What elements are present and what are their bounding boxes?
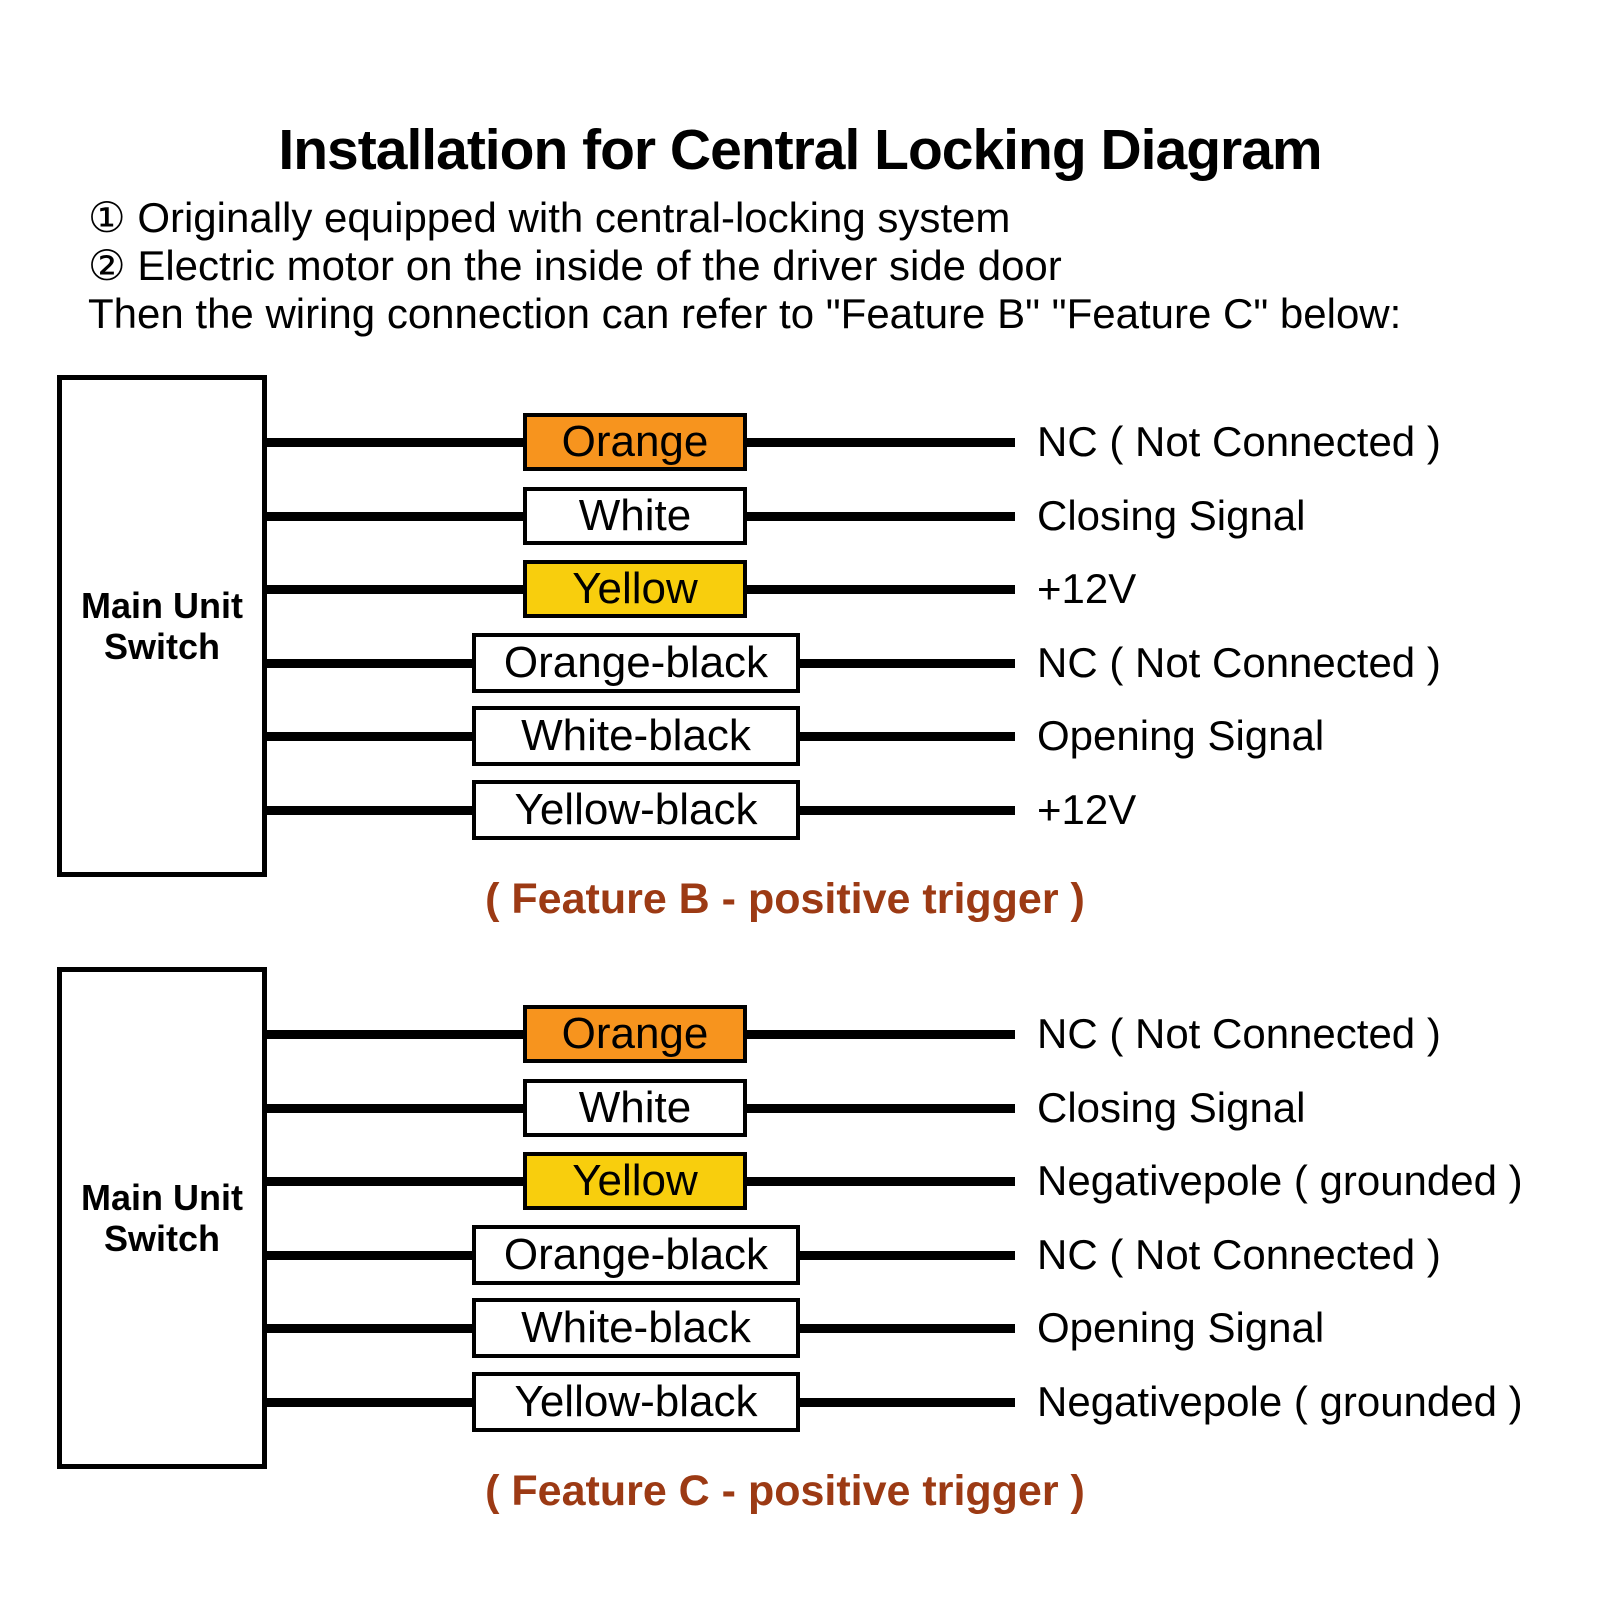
wire-line	[262, 438, 523, 447]
wire-label-box: White-black	[472, 1298, 800, 1358]
signal-label: Opening Signal	[1037, 1304, 1325, 1351]
wire-label: Yellow-black	[514, 785, 758, 834]
wire-line	[262, 1177, 523, 1186]
signal-label: +12V	[1037, 565, 1137, 612]
notes-block: ① Originally equipped with central-locki…	[88, 194, 1548, 338]
feature-c-caption: ( Feature C - positive trigger )	[485, 1467, 1085, 1515]
wire-line	[800, 1324, 1015, 1333]
wire-line	[800, 1398, 1015, 1407]
wire-label: Yellow-black	[514, 1377, 758, 1426]
wire-label: Orange	[561, 1009, 709, 1058]
wire-line	[262, 1324, 472, 1333]
wire-label-box: Orange-black	[472, 1225, 800, 1285]
signal-label: NC ( Not Connected )	[1037, 418, 1441, 465]
wire-line	[800, 659, 1015, 668]
wire-label: Yellow	[572, 564, 698, 613]
signal-label: NC ( Not Connected )	[1037, 1231, 1441, 1278]
note-line-2: ② Electric motor on the inside of the dr…	[88, 242, 1062, 289]
wire-label: Orange-black	[503, 1230, 769, 1279]
wire-label-box: Yellow-black	[472, 1372, 800, 1432]
feature-b-diagram: Main Unit Switch Orange NC ( Not Connect…	[0, 375, 1600, 935]
signal-label: Opening Signal	[1037, 712, 1325, 759]
feature-b-caption: ( Feature B - positive trigger )	[485, 875, 1085, 923]
wire-label-box: Orange	[523, 413, 747, 471]
wire-label-box: Orange-black	[472, 633, 800, 693]
wire-label: White	[578, 491, 692, 540]
wire-line	[747, 1030, 1015, 1039]
wire-line	[747, 1177, 1015, 1186]
wire-line	[262, 1398, 472, 1407]
signal-label: Negativepole ( grounded )	[1037, 1378, 1523, 1425]
page-title: Installation for Central Locking Diagram	[278, 118, 1322, 182]
wire-line	[262, 806, 472, 815]
wire-label-box: White	[523, 487, 747, 545]
wire-label-box: White	[523, 1079, 747, 1137]
feature-c-diagram: Main Unit Switch Orange NC ( Not Connect…	[0, 967, 1600, 1527]
main-unit-switch-label: Main Unit Switch	[81, 1177, 243, 1259]
wire-label-box: Orange	[523, 1005, 747, 1063]
wire-line	[262, 585, 523, 594]
wire-line	[747, 1104, 1015, 1113]
wire-label: White-black	[521, 1303, 751, 1352]
wire-label: Orange-black	[503, 638, 769, 687]
wire-line	[747, 512, 1015, 521]
wire-line	[262, 659, 472, 668]
main-unit-switch-label: Main Unit Switch	[81, 585, 243, 667]
wire-line	[262, 1104, 523, 1113]
wire-label: White-black	[521, 711, 751, 760]
main-unit-switch-box: Main Unit Switch	[57, 375, 267, 877]
wire-line	[747, 438, 1015, 447]
wire-label-box: White-black	[472, 706, 800, 766]
main-unit-switch-box: Main Unit Switch	[57, 967, 267, 1469]
wire-label-box: Yellow	[523, 560, 747, 618]
wire-label: Yellow	[572, 1156, 698, 1205]
wire-label-box: Yellow	[523, 1152, 747, 1210]
signal-label: Negativepole ( grounded )	[1037, 1157, 1523, 1204]
wire-label: White	[578, 1083, 692, 1132]
wire-line	[800, 732, 1015, 741]
signal-label: NC ( Not Connected )	[1037, 1010, 1441, 1057]
intro-line: Then the wiring connection can refer to …	[88, 290, 1402, 337]
wire-line	[800, 806, 1015, 815]
signal-label: Closing Signal	[1037, 492, 1306, 539]
wire-line	[800, 1251, 1015, 1260]
wire-label-box: Yellow-black	[472, 780, 800, 840]
wire-line	[262, 1030, 523, 1039]
wire-line	[747, 585, 1015, 594]
wire-label: Orange	[561, 417, 709, 466]
wire-line	[262, 1251, 472, 1260]
signal-label: Closing Signal	[1037, 1084, 1306, 1131]
note-line-1: ① Originally equipped with central-locki…	[88, 194, 1011, 241]
wire-line	[262, 732, 472, 741]
signal-label: +12V	[1037, 786, 1137, 833]
signal-label: NC ( Not Connected )	[1037, 639, 1441, 686]
wire-line	[262, 512, 523, 521]
